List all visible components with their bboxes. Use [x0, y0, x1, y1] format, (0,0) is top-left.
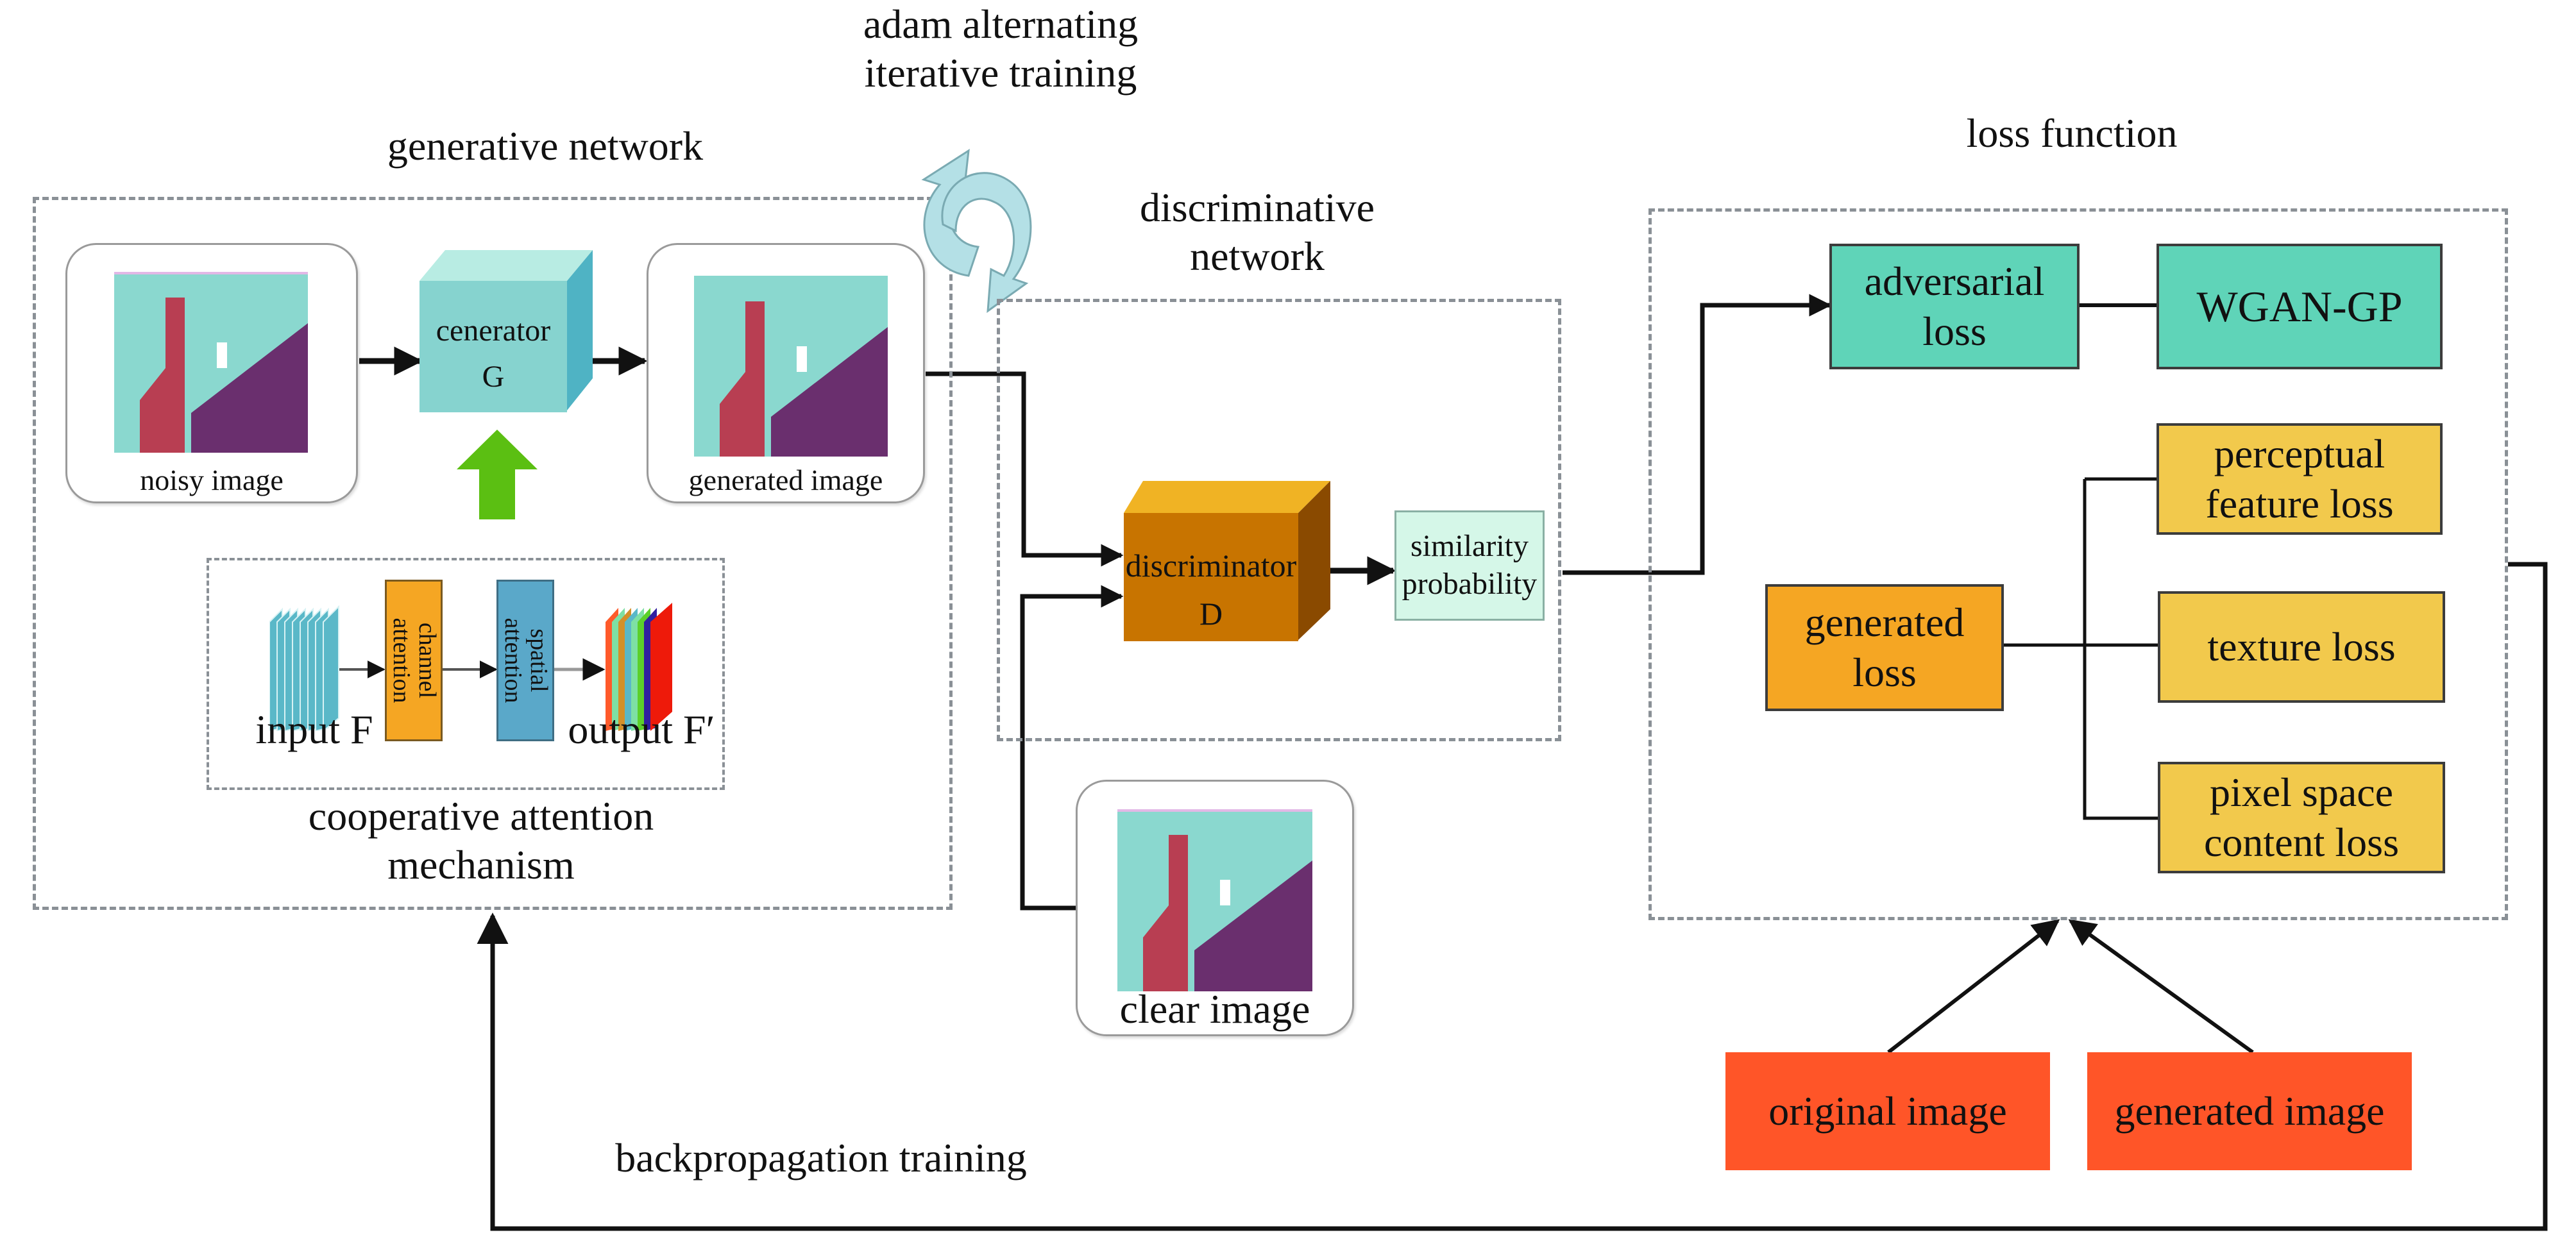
generated-image-box[interactable]: generated image: [2087, 1052, 2412, 1170]
input-feature-stack-icon: [269, 603, 341, 731]
pixel-line-2: content loss: [2204, 819, 2399, 865]
adam-training-label: adam alternating iterative training: [776, 0, 1225, 97]
caption-line-2: mechanism: [387, 841, 575, 887]
original-image-box[interactable]: original image: [1725, 1052, 2050, 1170]
spatial-label: spatial: [525, 628, 552, 693]
perceptual-line-1: perceptual: [2214, 430, 2385, 476]
disc-title-line-2: network: [1190, 233, 1325, 279]
generated-image-thumbnail: [694, 276, 888, 457]
green-up-arrow-icon: [457, 430, 538, 519]
discriminator-label: discriminator: [1125, 548, 1297, 584]
channel-attention-word: attention: [388, 618, 415, 703]
noisy-image-thumbnail: [114, 272, 308, 453]
arrow-generatedimg-to-loss: [2068, 919, 2254, 1054]
disc-title-line-1: discriminative: [1139, 185, 1375, 230]
adversarial-loss-box[interactable]: adversarial loss: [1829, 244, 2080, 369]
generator-label: cenerator: [436, 314, 551, 348]
loss-function-group: [1648, 208, 2508, 920]
adam-line-1: adam alternating: [863, 1, 1139, 47]
output-feature-stack-icon: [606, 603, 677, 731]
line-genloss-tree: [2083, 479, 2158, 820]
texture-loss-box[interactable]: texture loss: [2158, 591, 2445, 703]
cooperative-attention-caption: cooperative attention mechanism: [244, 792, 718, 889]
perceptual-feature-loss-box[interactable]: perceptual feature loss: [2157, 423, 2443, 535]
discriminator-cube[interactable]: discriminator D: [1124, 481, 1330, 641]
wgan-gp-box[interactable]: WGAN-GP: [2157, 244, 2443, 369]
channel-attention-block[interactable]: channel attention: [385, 580, 443, 741]
discriminator-letter: D: [1199, 596, 1223, 632]
generated-loss-box[interactable]: generated loss: [1765, 584, 2004, 711]
similarity-probability-box[interactable]: similarity probability: [1394, 510, 1545, 621]
arrow-backpropagation: [477, 562, 2548, 1231]
spatial-attention-word: attention: [500, 618, 527, 703]
generated-loss-line-1: generated: [1804, 599, 1965, 645]
discriminative-network-group: [997, 299, 1561, 741]
generated-loss-line-2: loss: [1852, 650, 1917, 695]
cooperative-attention-group: [207, 558, 725, 790]
backpropagation-label: backpropagation training: [615, 1135, 1027, 1180]
generator-cube[interactable]: cenerator G: [419, 250, 593, 414]
generated-image-label: generated image: [688, 464, 883, 496]
output-f-label: output F′: [568, 707, 715, 752]
loss-function-title: loss function: [1966, 110, 2178, 156]
clear-image-thumbnail: [1117, 809, 1312, 991]
input-f-label: input F: [255, 707, 373, 752]
similarity-line-1: similarity: [1411, 529, 1529, 564]
discriminative-network-title: discriminative network: [1078, 183, 1437, 280]
arrow-generated-to-discriminator: [926, 371, 1124, 567]
generator-letter: G: [482, 360, 505, 394]
arrow-similarity-to-adversarial: [1563, 294, 1832, 575]
generative-network-group: [33, 197, 953, 910]
similarity-line-2: probability: [1402, 567, 1538, 601]
spatial-attention-block[interactable]: spatial attention: [496, 580, 554, 741]
clear-image-label: clear image: [1119, 986, 1310, 1032]
adversarial-line-1: adversarial: [1864, 258, 2045, 304]
pixel-space-content-loss-box[interactable]: pixel space content loss: [2158, 762, 2445, 873]
arrow-clear-to-discriminator: [1020, 585, 1124, 911]
generative-network-title: generative network: [387, 123, 704, 169]
adam-line-2: iterative training: [864, 49, 1137, 96]
channel-label: channel: [413, 622, 441, 699]
noisy-image-label: noisy image: [140, 464, 284, 496]
caption-line-1: cooperative attention: [308, 793, 654, 839]
perceptual-line-2: feature loss: [2205, 481, 2394, 526]
alternating-cycle-icon: [872, 141, 1078, 314]
pixel-line-1: pixel space: [2209, 769, 2394, 815]
adversarial-line-2: loss: [1922, 308, 1987, 354]
arrow-original-to-loss: [1887, 919, 2060, 1054]
